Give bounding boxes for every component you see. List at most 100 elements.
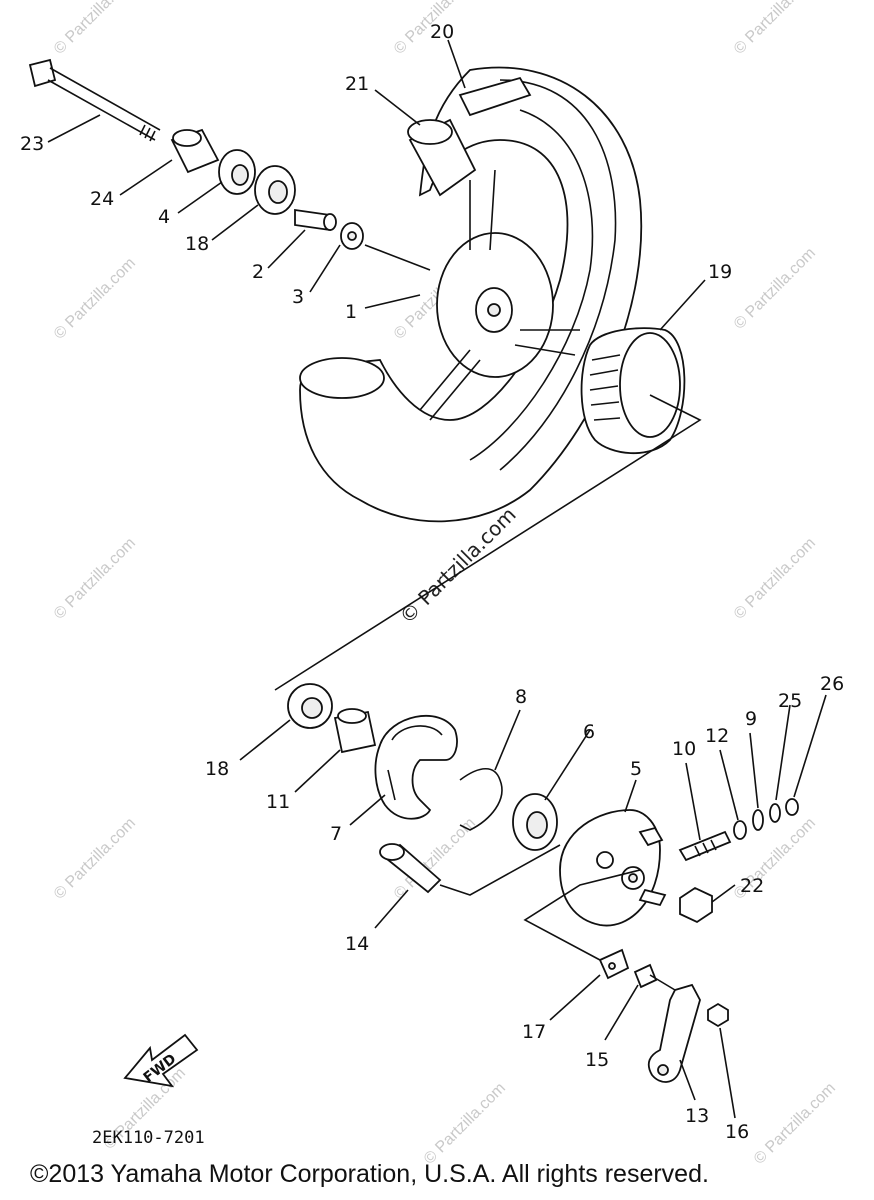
callout-15: 15	[585, 1049, 609, 1071]
callout-16: 16	[725, 1121, 749, 1143]
leader-lines-upper	[47, 39, 706, 331]
bolt-thread	[694, 839, 717, 857]
spacer-2	[294, 208, 337, 232]
callout-1: 1	[345, 301, 357, 323]
seal-inner	[526, 811, 548, 839]
drawing-code: 2EK110-7201	[92, 1128, 205, 1148]
watermark: © Partzilla.com	[731, 0, 819, 58]
center-watermark: © Partzilla.com	[395, 502, 521, 628]
clip	[458, 76, 532, 117]
spring-8	[459, 767, 503, 831]
lever-hole	[657, 1064, 669, 1076]
bolt-head	[633, 963, 658, 989]
plate-hole	[596, 851, 614, 869]
plate-lug	[638, 888, 667, 907]
collar-11	[333, 708, 377, 754]
drum-19	[580, 327, 686, 455]
bearing-inner	[268, 180, 288, 204]
callout-3: 3	[292, 286, 304, 308]
nut-16	[707, 1002, 729, 1028]
washer-25	[769, 803, 781, 823]
brake-shoe-7	[374, 714, 458, 820]
bearing-inner	[301, 697, 323, 719]
valve-top	[407, 119, 453, 145]
brake-shoe-lining	[387, 725, 443, 801]
bearing-4	[218, 149, 256, 195]
callout-25: 25	[778, 690, 802, 712]
axle-head	[28, 58, 57, 88]
nut	[679, 886, 713, 924]
callouts: 20 21 23 24 4 18 2 3 1 19 18 11 7 8 6 5 …	[20, 21, 844, 1143]
copyright-notice: ©2013 Yamaha Motor Corporation, U.S.A. A…	[30, 1160, 709, 1188]
watermark: © Partzilla.com	[51, 0, 139, 58]
tire-cut-end	[299, 357, 385, 399]
cam-head	[379, 843, 405, 861]
callout-23: 23	[20, 133, 44, 155]
lever	[647, 983, 701, 1083]
watermark: © Partzilla.com	[51, 535, 139, 623]
washer-12	[733, 820, 747, 840]
callout-22: 22	[740, 875, 764, 897]
brake-plate-5	[559, 809, 667, 927]
assembly-link-upper	[274, 394, 702, 691]
spoke	[419, 349, 481, 421]
watermark: © Partzilla.com	[731, 245, 819, 333]
indicator-hole	[608, 962, 616, 970]
bolt-shank	[649, 974, 676, 991]
collar-3	[340, 222, 364, 250]
callout-5: 5	[630, 758, 642, 780]
washer-9	[752, 809, 764, 831]
cam-lever-13	[647, 983, 701, 1083]
axle-shaft-bottom	[47, 79, 156, 141]
plate-tab	[638, 826, 664, 847]
callout-20: 20	[430, 21, 454, 43]
tire-inner-line	[469, 109, 594, 461]
callout-11: 11	[266, 791, 290, 813]
spoke	[469, 169, 496, 251]
callout-14: 14	[345, 933, 369, 955]
callout-24: 24	[90, 188, 114, 210]
cam-14	[379, 843, 442, 894]
bearing-inner	[231, 164, 249, 186]
brake-shoe	[374, 714, 458, 820]
washer-26	[785, 798, 799, 816]
callout-19: 19	[708, 261, 732, 283]
collar-hole	[347, 231, 357, 241]
indicator-17	[598, 948, 630, 980]
nut	[707, 1002, 729, 1028]
assembly-link-lower	[439, 844, 641, 961]
watermark: © Partzilla.com	[751, 1080, 839, 1168]
leader-lines-lower	[239, 694, 827, 1119]
callout-4: 4	[158, 206, 170, 228]
callout-12: 12	[705, 725, 729, 747]
watermark: © Partzilla.com	[51, 815, 139, 903]
callout-18-lower: 18	[205, 758, 229, 780]
callout-26: 26	[820, 673, 844, 695]
bearing-18-upper	[254, 165, 296, 215]
axle-thread	[139, 124, 156, 142]
callout-17: 17	[522, 1021, 546, 1043]
callout-8: 8	[515, 686, 527, 708]
watermark: © Partzilla.com	[731, 535, 819, 623]
callout-10: 10	[672, 738, 696, 760]
nut-22	[679, 886, 713, 924]
watermark: © Partzilla.com	[421, 1080, 509, 1168]
bolt-15	[633, 963, 676, 991]
bolt-10	[678, 830, 732, 862]
drum-ribs	[589, 354, 621, 421]
axle	[28, 58, 161, 142]
drum-open	[619, 332, 681, 438]
callout-9: 9	[745, 708, 757, 730]
bearing-18-lower	[287, 683, 333, 729]
oil-seal-6	[512, 793, 558, 851]
callout-6: 6	[583, 721, 595, 743]
callout-7: 7	[330, 823, 342, 845]
callout-2: 2	[252, 261, 264, 283]
spoke	[514, 329, 580, 356]
collar-end	[172, 129, 202, 147]
brake-plate	[559, 809, 661, 927]
plate-bore	[628, 873, 638, 883]
spacer-end	[323, 213, 337, 231]
collar-end	[337, 708, 367, 724]
